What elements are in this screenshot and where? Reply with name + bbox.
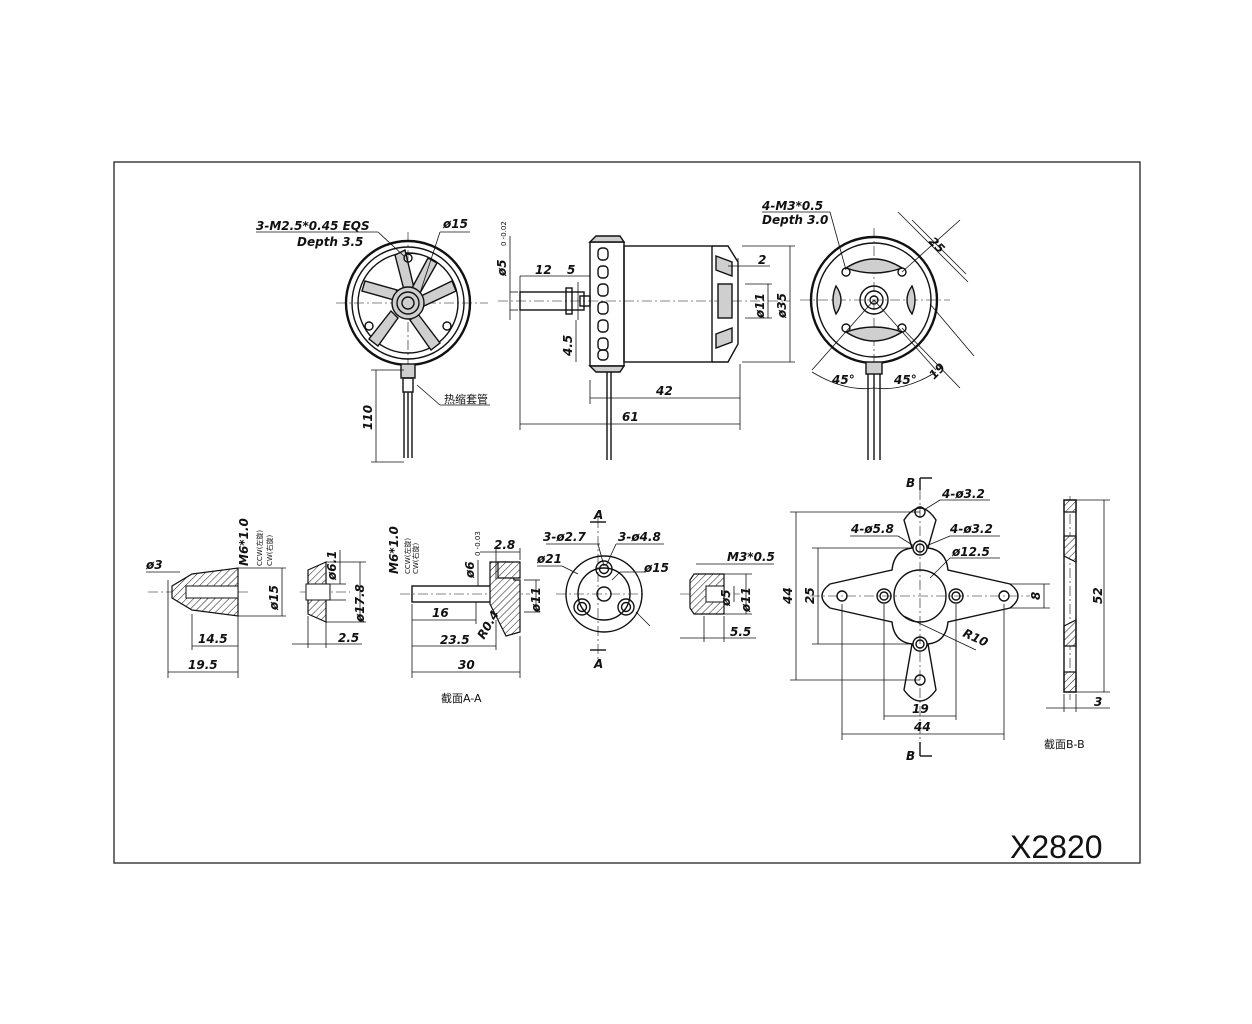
mount-dim-44-vertical: 44	[781, 587, 795, 605]
adapter-dim-d21: ø21	[536, 552, 562, 566]
adapter-dim-30: 30	[458, 658, 475, 672]
washer-dim-d6-1: ø6.1	[325, 550, 339, 581]
adapter-cw-note: CW(右旋)	[411, 542, 420, 574]
adapter-front	[537, 518, 664, 660]
front-thread-callout: 3-M2.5*0.45 EQS	[256, 219, 370, 233]
adapter-holes-small: 3-ø2.7	[543, 530, 586, 544]
heat-shrink-label: 热缩套管	[444, 392, 488, 406]
rear-view	[762, 211, 975, 460]
front-depth-callout: Depth 3.5	[297, 235, 363, 249]
mount-dim-25-vertical: 25	[803, 587, 817, 604]
prop-nut	[146, 567, 286, 678]
side-dim-5: 5	[567, 263, 575, 277]
rear-depth-callout: Depth 3.0	[762, 213, 828, 227]
nut-dim-19-5: 19.5	[188, 658, 218, 672]
mount-holes-58: 4-ø5.8	[850, 522, 894, 536]
section-dim-3: 3	[1094, 695, 1102, 709]
side-view	[498, 235, 795, 460]
cross-mount	[790, 477, 1050, 757]
section-dim-52: 52	[1091, 587, 1105, 604]
section-mark-b-bottom: B	[906, 749, 915, 763]
screw-dim-5-5: 5.5	[730, 625, 751, 639]
mount-radius: R10	[961, 626, 990, 650]
adapter-ccw-note: CCW(左旋)	[403, 538, 412, 574]
section-mark-b-top: B	[906, 476, 915, 490]
rear-angle-left: 45°	[831, 373, 855, 387]
shaft-tolerance: 0 -0.02	[500, 221, 508, 246]
adapter-holes-large: 3-ø4.8	[618, 530, 661, 544]
mount-dim-44-horizontal: 44	[913, 720, 931, 734]
adapter-bore: ø6	[463, 561, 477, 579]
adapter-dim-23-5: 23.5	[440, 633, 470, 647]
drawing-frame	[113, 161, 1141, 864]
nut-ccw-note: CCW(左旋)	[255, 530, 264, 566]
mount-holes-mid: 4-ø3.2	[949, 522, 993, 536]
side-dim-4-5: 4.5	[561, 335, 575, 357]
section-mark-a-top: A	[593, 508, 603, 522]
side-dim-2: 2	[758, 253, 766, 267]
rear-angle-right: 45°	[893, 373, 917, 387]
section-mark-a-bottom: A	[593, 657, 603, 671]
mount-dim-d12-5: ø12.5	[951, 545, 990, 559]
nut-dim-d15: ø15	[267, 585, 281, 611]
mount-dim-19: 19	[912, 702, 929, 716]
front-view	[256, 231, 490, 463]
mount-dim-8: 8	[1029, 592, 1043, 600]
side-dim-61: 61	[622, 410, 639, 424]
side-dim-d11: ø11	[753, 293, 767, 319]
front-dia-callout: ø15	[442, 217, 468, 231]
nut-cw-note: CW(右旋)	[265, 534, 274, 566]
adapter-dim-16: 16	[432, 606, 449, 620]
side-dim-42: 42	[655, 384, 673, 398]
side-dim-12: 12	[535, 263, 552, 277]
adapter-radius: R0.4	[474, 608, 501, 641]
mount-section	[1046, 496, 1110, 712]
nut-dim-d3: ø3	[145, 558, 163, 572]
washer	[292, 550, 366, 648]
washer-dim-d17-8: ø17.8	[353, 584, 367, 623]
mount-holes-top: 4-ø3.2	[941, 487, 985, 501]
shaft-dia: ø5	[495, 259, 509, 277]
model-number: X2820	[1010, 829, 1103, 865]
section-b-b-label: 截面B-B	[1044, 737, 1085, 751]
nut-thread: M6*1.0	[237, 518, 251, 566]
rear-thread-callout: 4-M3*0.5	[761, 199, 823, 213]
prop-adapter-section	[400, 548, 540, 678]
side-dim-d35: ø35	[775, 293, 789, 319]
adapter-bore-tolerance: 0 -0.03	[474, 531, 482, 556]
adapter-dim-2-8: 2.8	[494, 538, 515, 552]
washer-dim-2-5: 2.5	[338, 631, 359, 645]
adapter-dim-d11: ø11	[529, 587, 543, 613]
set-screw	[680, 563, 774, 642]
rear-dim-19: 19	[926, 360, 948, 382]
screw-dim-d5: ø5	[719, 589, 733, 607]
screw-dim-d11: ø11	[739, 587, 753, 613]
adapter-dim-d15: ø15	[643, 561, 669, 575]
screw-thread: M3*0.5	[727, 550, 775, 564]
adapter-thread: M6*1.0	[387, 526, 401, 574]
front-dim-110: 110	[361, 405, 375, 430]
nut-dim-14-5: 14.5	[198, 632, 228, 646]
section-a-a-label: 截面A-A	[441, 691, 482, 705]
